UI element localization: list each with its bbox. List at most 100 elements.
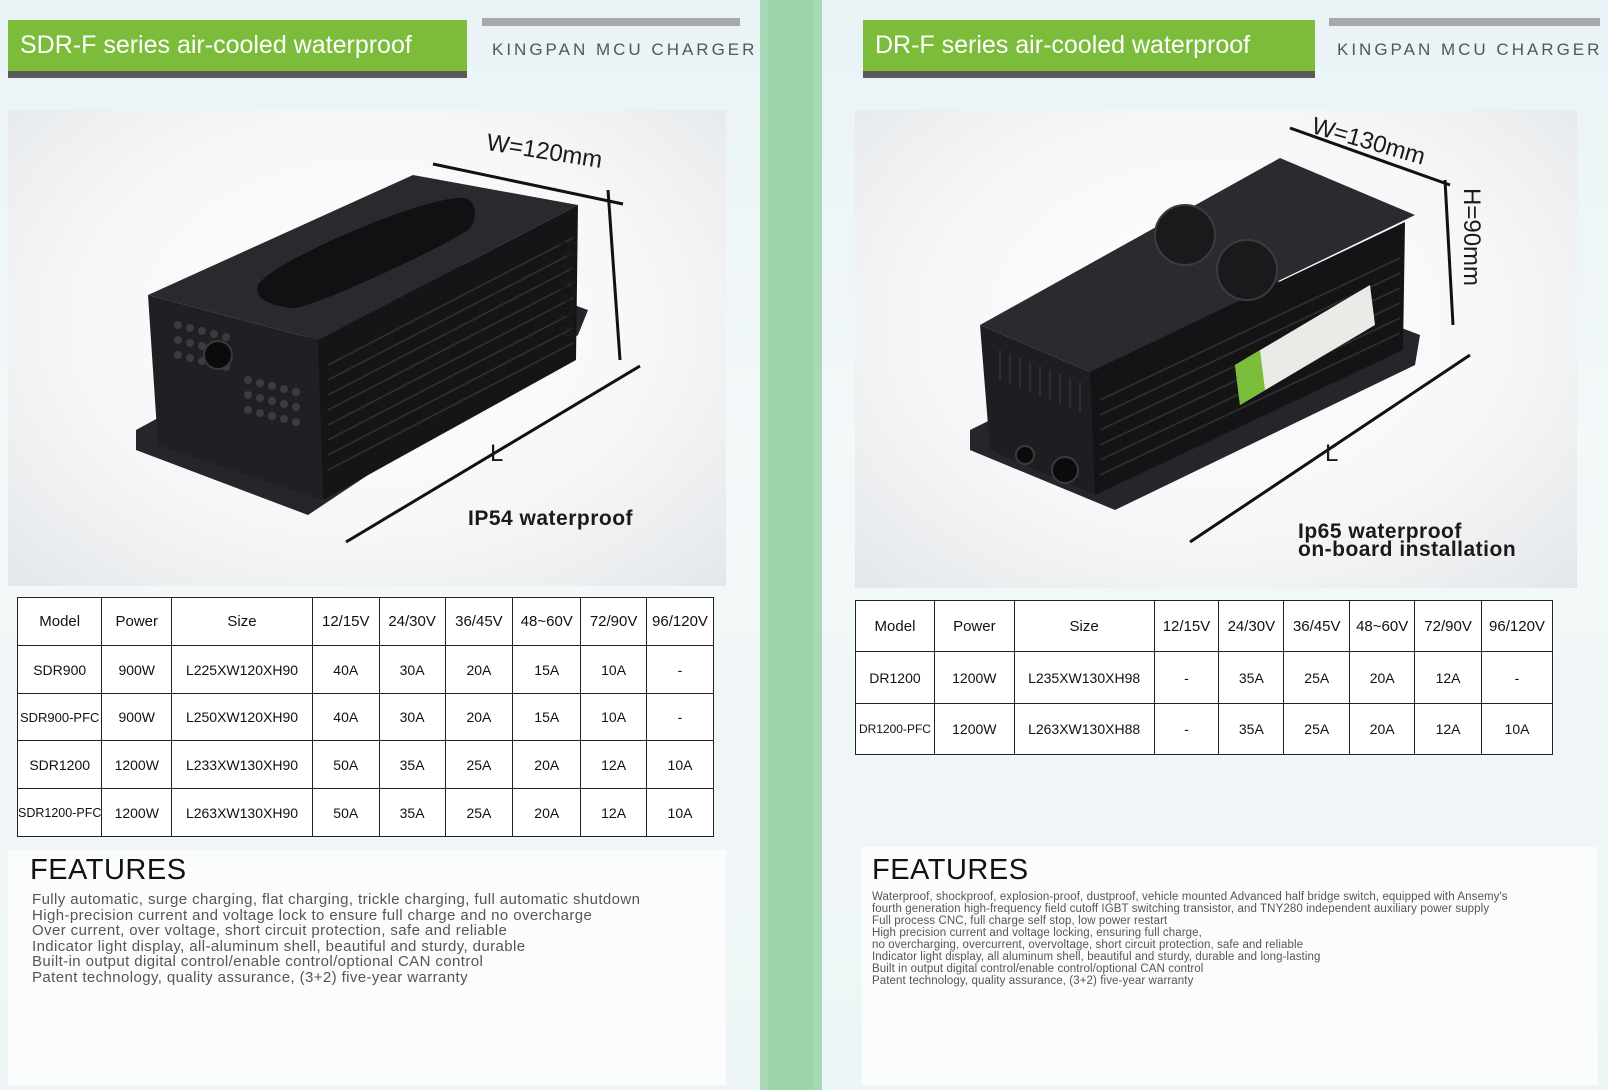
table-cell: 30A [378, 645, 446, 694]
table-cell: L235XW130XH98 [1013, 651, 1155, 704]
right-col-24-30v: 24/30V [1218, 600, 1285, 652]
table-cell: 20A [444, 693, 514, 741]
left-photo-caption: IP54 waterproof [468, 507, 634, 530]
dr-connector-2 [1051, 456, 1079, 484]
table-cell: - [646, 693, 714, 741]
right-col-power: Power [933, 600, 1015, 652]
left-col-power: Power [101, 597, 173, 646]
list-item: High-precision current and voltage lock … [32, 906, 593, 924]
table-cell: L225XW120XH90 [171, 645, 313, 694]
right-header-rule [1329, 18, 1600, 26]
dr-connector-1 [1015, 445, 1035, 465]
table-cell: 40A [311, 645, 380, 694]
table-cell: - [1153, 651, 1220, 704]
table-row: DR1200-PFC 1200W L263XW130XH88 - 35A 25A… [855, 703, 1553, 755]
table-cell: 25A [444, 788, 514, 837]
left-spec-table: Model Power Size 12/15V 24/30V 36/45V 48… [16, 597, 714, 837]
left-col-48-60v: 48~60V [512, 597, 582, 646]
table-cell: 30A [378, 693, 446, 741]
page-gutter [760, 0, 822, 1090]
dr-charger-illustration [970, 126, 1471, 544]
table-cell: 35A [1218, 703, 1285, 755]
list-item: High precision current and voltage locki… [872, 927, 1202, 939]
left-col-96-120v: 96/120V [646, 597, 714, 646]
right-features-title: FEATURES [872, 854, 1029, 886]
table-cell: 50A [311, 788, 380, 837]
left-col-36-45v: 36/45V [444, 597, 514, 646]
list-item: Fully automatic, surge charging, flat ch… [32, 891, 641, 908]
right-col-size: Size [1013, 600, 1155, 652]
sdr-charger-illustration [136, 162, 641, 544]
right-photo-caption-1: Ip65 waterproof [1298, 520, 1462, 543]
list-item: fourth generation high-frequency field c… [872, 903, 1490, 915]
table-cell: 12A [1414, 703, 1482, 755]
right-header-title: DR-F series air-cooled waterproof [863, 20, 1315, 78]
left-height-label: H=90mm [554, 240, 581, 339]
table-cell: L263XW130XH90 [171, 788, 313, 837]
table-cell: 10A [580, 645, 647, 694]
table-cell: 10A [580, 693, 647, 741]
table-cell: 10A [646, 740, 714, 789]
table-cell: 12A [1414, 651, 1482, 704]
left-col-24-30v: 24/30V [378, 597, 446, 646]
table-row: SDR900 900W L225XW120XH90 40A 30A 20A 15… [16, 645, 714, 694]
left-col-model: Model [16, 597, 103, 646]
right-col-model: Model [855, 600, 935, 652]
table-cell: - [1481, 651, 1553, 704]
table-cell: 50A [311, 740, 380, 789]
list-item: Indicator light display, all aluminum sh… [872, 951, 1321, 963]
left-product-photo: W=120mm H=90mm L IP54 waterproof [8, 110, 726, 586]
table-cell: 1200W [933, 651, 1015, 704]
table-row: SDR1200 1200W L233XW130XH90 50A 35A 25A … [16, 740, 714, 789]
list-item: Indicator light display, all-aluminum sh… [32, 937, 526, 955]
table-cell: 25A [1283, 703, 1351, 755]
page-gutter-inner [768, 0, 814, 1090]
right-col-96-120v: 96/120V [1481, 600, 1553, 652]
table-cell: 20A [444, 645, 514, 694]
sdr-fins [327, 237, 574, 471]
left-table-header-row: Model Power Size 12/15V 24/30V 36/45V 48… [16, 597, 714, 646]
left-col-size: Size [171, 597, 313, 646]
right-col-48-60v: 48~60V [1349, 600, 1416, 652]
sdr-cable-gland [203, 340, 233, 370]
left-col-12-15v: 12/15V [311, 597, 380, 646]
left-header-rule [482, 18, 740, 26]
table-cell: 10A [1481, 703, 1553, 755]
table-cell: 900W [101, 693, 173, 741]
sdr-handle [257, 197, 475, 309]
table-cell: 25A [444, 740, 514, 789]
dr-fan-2 [1216, 239, 1278, 301]
right-photo-caption-2: on-board installation [1298, 538, 1517, 561]
table-cell: 20A [512, 788, 582, 837]
list-item: Over current, over voltage, short circui… [32, 922, 508, 940]
table-cell: DR1200 [855, 651, 935, 704]
left-header-brand: KINGPAN MCU CHARGER [492, 40, 758, 59]
dr-fan-1 [1154, 204, 1216, 266]
table-cell: 1200W [933, 703, 1015, 755]
table-cell: 15A [512, 693, 582, 741]
table-cell: 1200W [101, 788, 173, 837]
list-item: Built-in output digital control/enable c… [32, 953, 484, 971]
right-col-12-15v: 12/15V [1153, 600, 1220, 652]
table-cell: SDR1200 [16, 740, 103, 789]
list-item: Waterproof, shockproof, explosion-proof,… [872, 891, 1508, 903]
table-cell: L263XW130XH88 [1013, 703, 1155, 755]
dr-dimension-lines [1189, 126, 1471, 544]
table-cell: SDR900 [16, 645, 103, 694]
right-length-label: L [1325, 440, 1339, 467]
left-features-panel [8, 850, 726, 1085]
right-height-label: H=90mm [1458, 188, 1485, 287]
right-table-header-row: Model Power Size 12/15V 24/30V 36/45V 48… [855, 600, 1553, 652]
list-item: Full process CNC, full charge self stop,… [872, 915, 1168, 927]
table-cell: 20A [1349, 651, 1416, 704]
right-page: DR-F series air-cooled waterproof KINGPA… [822, 0, 1608, 1090]
list-item: Built in output digital control/enable c… [872, 963, 1204, 975]
right-col-72-90v: 72/90V [1414, 600, 1482, 652]
table-row: SDR900-PFC 900W L250XW120XH90 40A 30A 20… [16, 693, 714, 741]
dr-label-sticker [1235, 285, 1375, 405]
table-cell: 12A [580, 788, 647, 837]
table-cell: L233XW130XH90 [171, 740, 313, 789]
table-cell: 15A [512, 645, 582, 694]
left-features-list: Fully automatic, surge charging, flat ch… [32, 892, 640, 986]
table-cell: SDR900-PFC [16, 693, 103, 741]
